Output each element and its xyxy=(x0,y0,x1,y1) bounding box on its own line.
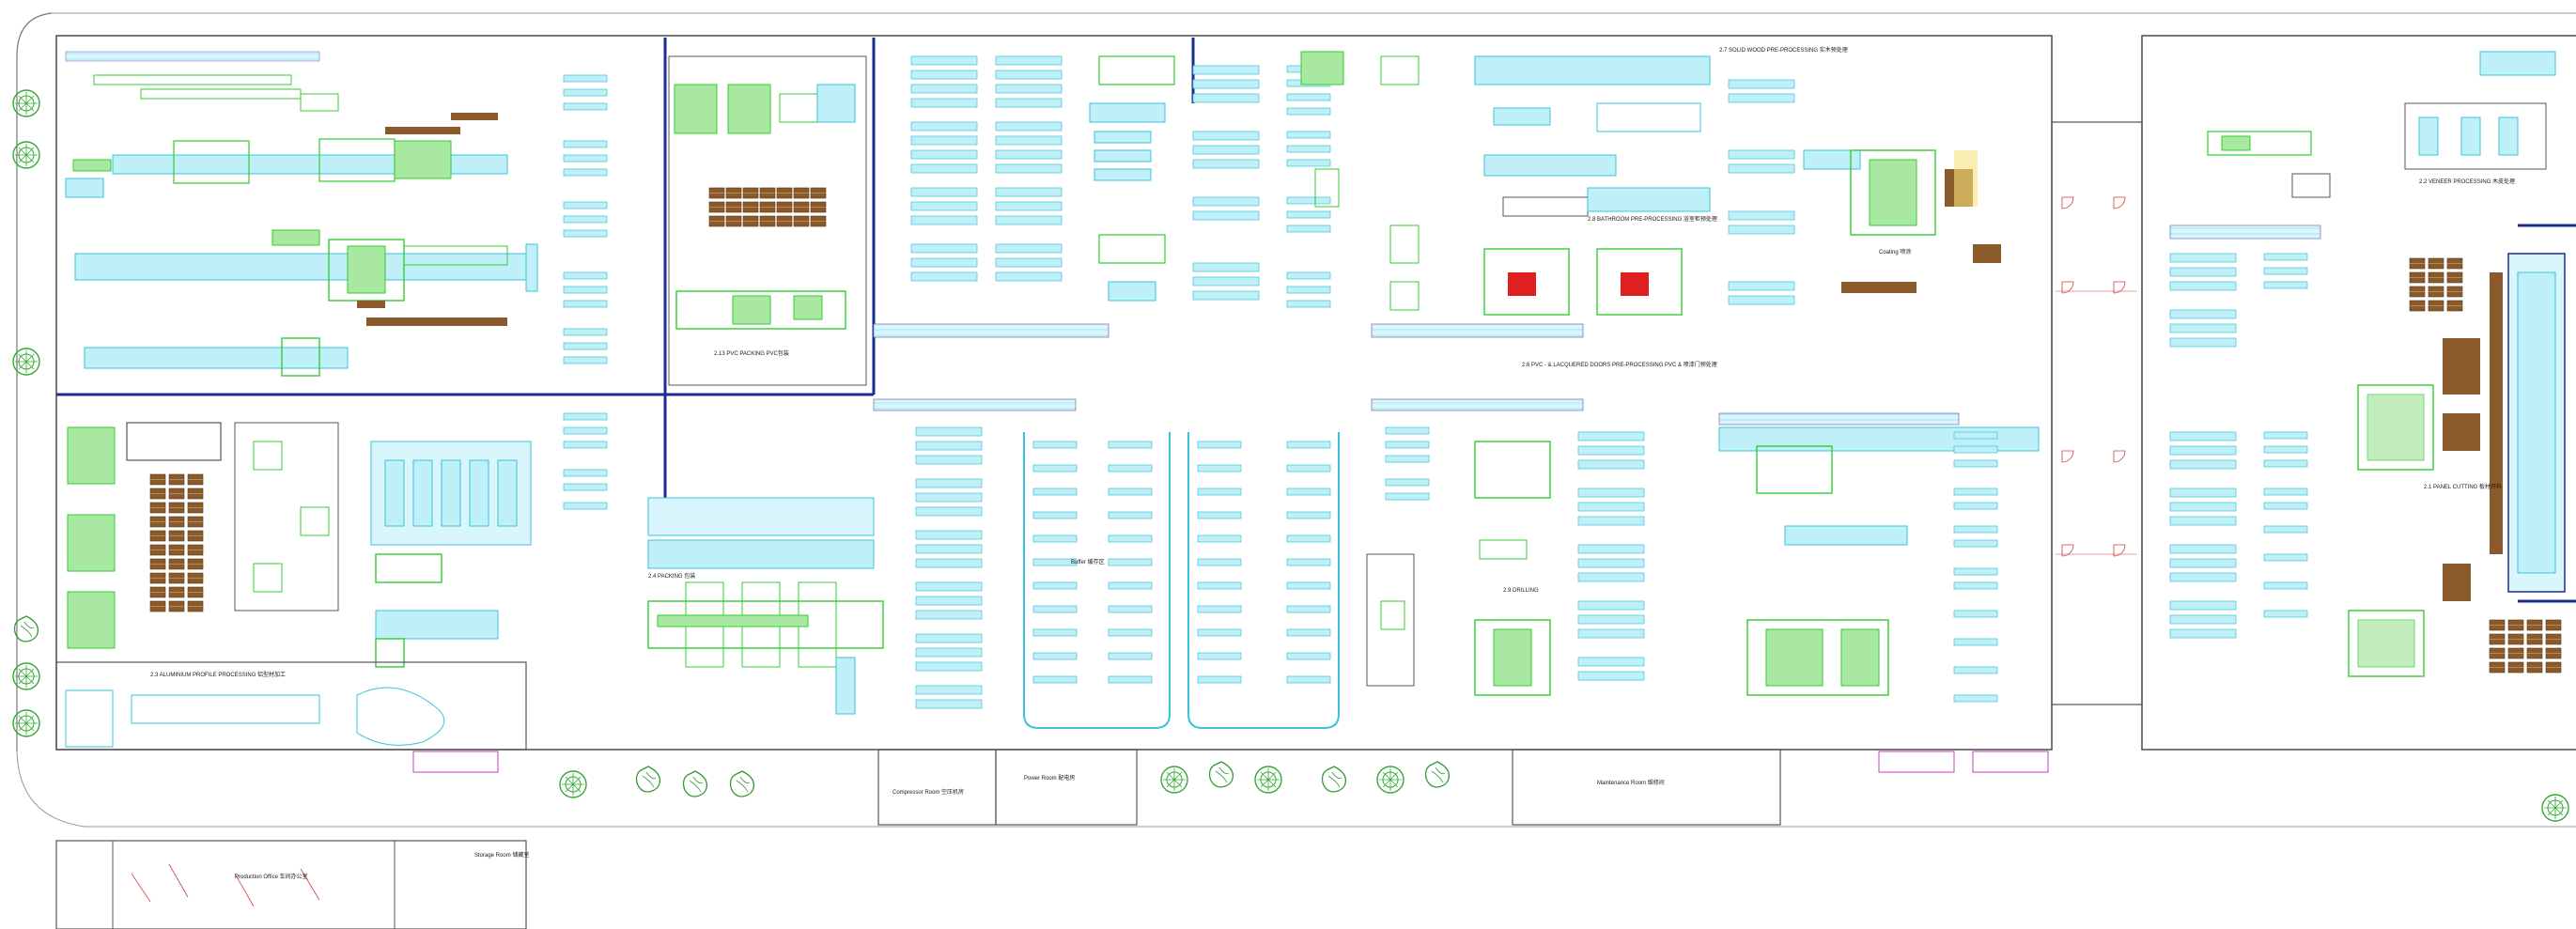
veneer-line xyxy=(65,74,508,198)
shrub-icon xyxy=(13,615,1451,797)
maintenance-room-label: Maintenance Room 维修间 xyxy=(1597,779,1665,786)
conveyor-band xyxy=(65,51,2321,426)
power-room xyxy=(995,749,1138,826)
storage-label: Storage Room 储藏室 xyxy=(474,851,529,859)
coating-label: Coating 喷涂 xyxy=(1879,248,1911,255)
office-label: Production Office 车间办公室 xyxy=(235,873,308,880)
pvc-processing-zone xyxy=(1474,55,1711,316)
buffer-rack-column-c xyxy=(1192,65,1260,301)
dust-collectors xyxy=(412,751,2049,773)
rack-column-1-lower xyxy=(563,412,608,510)
veneer-line-3 xyxy=(84,243,538,377)
rack-column-1 xyxy=(563,74,608,364)
buffer-rack-column-a xyxy=(910,55,978,282)
drilling-label: 2.9 DRILLING xyxy=(1503,588,1539,594)
site-boundary xyxy=(16,12,53,751)
compressor-room-label: Compressor Room 空压机房 xyxy=(892,788,964,796)
veneer-zone-east xyxy=(2207,51,2556,198)
panel-processing-lower xyxy=(1718,426,2040,696)
aluminum-label: 2.3 ALUMINIUM PROFILE PROCESSING 铝型材加工 xyxy=(150,671,286,678)
solid-wood-glue-area xyxy=(67,422,222,649)
aluminum-profile-area xyxy=(370,441,532,668)
pvc-packing-room xyxy=(668,55,867,386)
buffer-lower-racks-a xyxy=(915,426,983,709)
sanding-area xyxy=(1089,55,1175,302)
veneer-press-area xyxy=(234,422,339,612)
solid-wood-zone xyxy=(1728,79,2001,305)
buffer-rack-column-b xyxy=(995,55,1063,282)
bathroom-label: 2.8 BATHROOM PRE-PROCESSING 浴室柜预处理 xyxy=(1588,215,1717,223)
aluminium-room xyxy=(55,661,527,751)
edge-banding-machines xyxy=(1300,51,1420,311)
east-building xyxy=(2141,35,2576,751)
maintenance-room xyxy=(1512,749,1781,826)
power-room-label: Power Room 配电房 xyxy=(1024,774,1075,782)
east-racks xyxy=(2169,253,2308,639)
solid-wood-label: 2.7 SOLID WOOD PRE-PROCESSING 实木预处理 xyxy=(1719,46,1848,54)
pvc-processing-label: 2.6 PVC - & LACQUERED DOORS PRE-PROCESSI… xyxy=(1522,361,1717,368)
corridor-doors xyxy=(2056,196,2137,557)
veneer-label: 2.2 VENEER PROCESSING 木皮处理 xyxy=(2419,178,2515,185)
panel-processing-racks xyxy=(1953,431,1998,703)
brown-pallets-pvc xyxy=(708,187,827,227)
intermediate-storage-1 xyxy=(1023,432,1171,729)
veneer-line-2 xyxy=(74,229,527,326)
buffer-rack-column-d xyxy=(1286,65,1331,308)
drilling-area xyxy=(1366,426,1430,687)
panel-cutting-label: 2.1 PANEL CUTTING 板材开料 xyxy=(2424,483,2502,490)
connector-corridor xyxy=(2051,121,2143,705)
compressor-room xyxy=(877,749,997,826)
edge-banding-lower xyxy=(1474,441,1551,696)
packing-area xyxy=(647,497,884,715)
panel-cutting-machines xyxy=(2348,338,2480,677)
structural-grid xyxy=(56,38,2576,603)
buffer-label-1: Buffer 缓存区 xyxy=(1071,558,1105,565)
drilling-racks xyxy=(1577,431,1645,681)
production-office xyxy=(55,840,527,929)
panel-cutting-rail xyxy=(2490,253,2566,593)
pvc-packing-label: 2.13 PVC PACKING PVC包装 xyxy=(714,349,789,357)
packing-label: 2.4 PACKING 包装 xyxy=(648,572,695,580)
brown-pallets-west xyxy=(149,473,204,612)
buffer-lower-racks-c xyxy=(1197,441,1331,684)
intermediate-storage-2 xyxy=(1187,432,1340,729)
site-boundary-bottom xyxy=(16,751,2576,828)
